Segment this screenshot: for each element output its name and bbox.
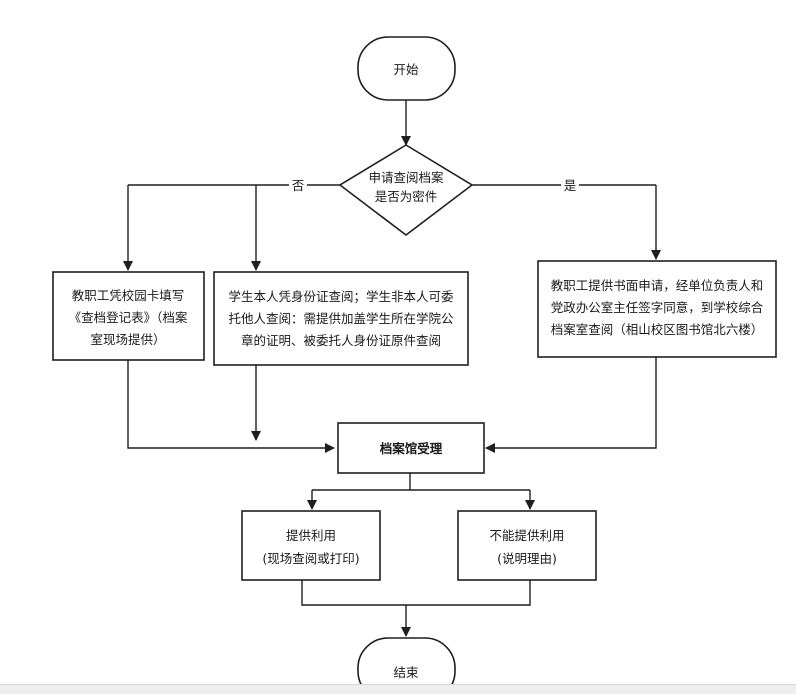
- staff-card-node: [52, 271, 205, 361]
- edge-staff-card-to-accept: [127, 360, 335, 453]
- provide-node: [241, 510, 381, 581]
- bottom-scrollbar-strip: [0, 684, 796, 694]
- student-line-3: 章的证明、被委托人身份证原件查阅: [241, 333, 441, 348]
- no-label-bg: [289, 177, 307, 193]
- student-line-1: 学生本人凭身份证查阅；学生非本人可委: [228, 289, 454, 304]
- deny-line-1: 不能提供利用: [489, 528, 564, 543]
- accept-node: [337, 422, 485, 474]
- staff-card-line-3: 室现场提供）: [90, 332, 165, 347]
- student-node: [213, 271, 469, 366]
- decision-line-1: 申请查阅档案: [368, 170, 444, 185]
- edge-label-no: 否: [292, 178, 305, 193]
- accept-label: 档案馆受理: [380, 441, 443, 456]
- provide-line-1: 提供利用: [286, 528, 336, 543]
- deny-node: [457, 510, 597, 581]
- student-line-2: 托他人查阅：需提供加盖学生所在学院公: [228, 311, 454, 326]
- classified-line-1: 教职工提供书面申请，经单位负责人和: [551, 278, 764, 293]
- deny-line-2: (说明理由): [497, 551, 557, 566]
- edge-label-yes: 是: [564, 178, 577, 193]
- end-node: [357, 637, 456, 693]
- decision-node: [338, 144, 474, 237]
- start-label: 开始: [393, 62, 419, 77]
- staff-card-line-1: 教职工凭校园卡填写: [72, 288, 185, 303]
- staff-card-line-2: 《查档登记表》（档案: [69, 310, 188, 325]
- provide-line-2: (现场查阅或打印): [262, 551, 359, 566]
- edge-classified-to-accept: [485, 357, 657, 453]
- classified-line-3: 档案室查阅（相山校区图书馆北六楼）: [551, 322, 764, 337]
- classified-line-2: 党政办公室主任签字同意，到学校综合: [551, 300, 764, 315]
- start-node: [357, 36, 456, 101]
- yes-label-bg: [561, 177, 579, 193]
- end-label: 结束: [393, 665, 419, 680]
- decision-line-2: 是否为密件: [375, 189, 438, 204]
- classified-node: [537, 260, 777, 358]
- edge-provide-merge: [301, 580, 531, 606]
